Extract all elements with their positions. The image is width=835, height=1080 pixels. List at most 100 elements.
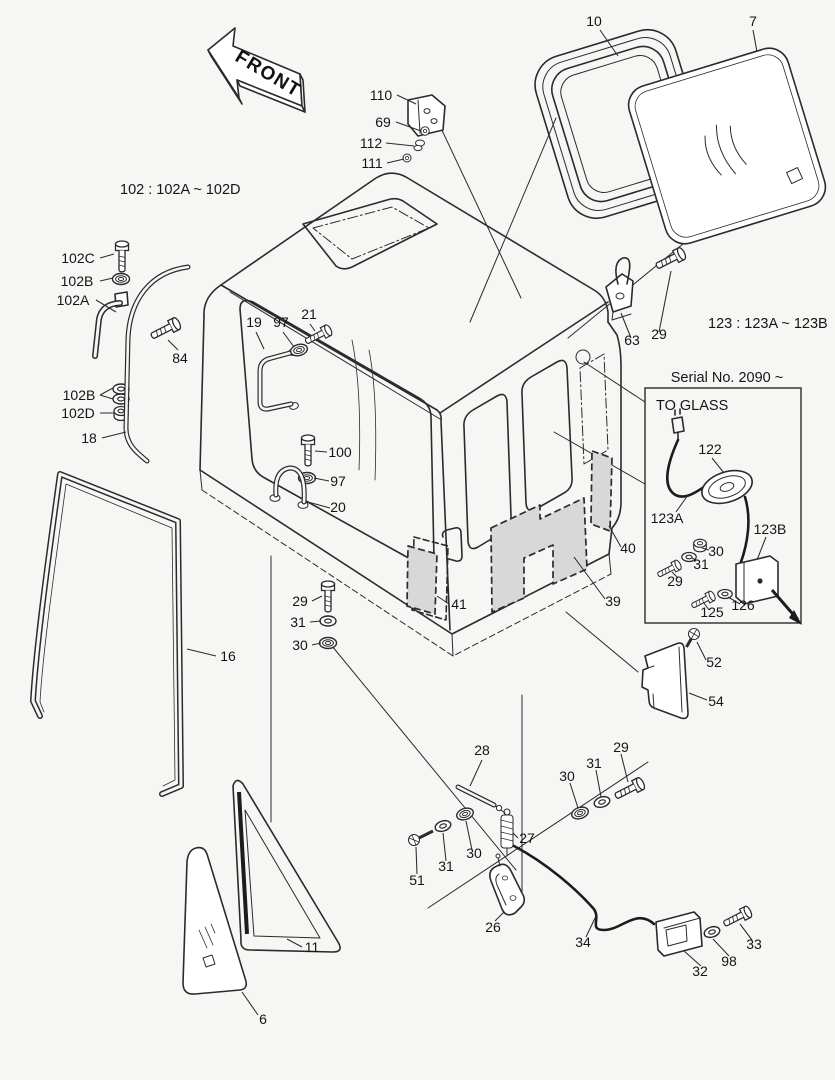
latch-32: [655, 911, 703, 957]
device-123b-icon: [735, 555, 802, 625]
cable-34: [512, 844, 656, 932]
label-63: 63: [624, 332, 640, 348]
label-111: 111: [361, 155, 382, 171]
label-39: 39: [605, 593, 621, 609]
label-32: 32: [692, 963, 708, 979]
label-102b-top: 102B: [61, 273, 94, 289]
lever-26: [489, 853, 526, 916]
label-29-box: 29: [667, 573, 683, 589]
washer-31-left-icon: [319, 615, 337, 627]
washer-31-rod-icon: [433, 818, 453, 834]
rod-28: [455, 784, 503, 812]
tube-102a: [92, 291, 129, 359]
nut-30-box-icon: [693, 538, 707, 553]
label-102a: 102A: [57, 292, 90, 308]
label-41: 41: [451, 596, 467, 612]
label-125: 125: [700, 604, 724, 620]
label-102c: 102C: [61, 250, 94, 266]
group-note-123: 123 : 123A ~ 123B: [708, 316, 828, 332]
label-69: 69: [375, 114, 391, 130]
quarter-seal-11: [232, 779, 341, 953]
label-52: 52: [706, 654, 722, 670]
label-98: 98: [721, 953, 737, 969]
label-26: 26: [485, 919, 501, 935]
label-29-striker: 29: [651, 326, 667, 342]
label-97-top: 97: [273, 314, 289, 330]
bracket-20: [269, 465, 309, 509]
to-glass-note: TO GLASS: [656, 398, 728, 414]
front-direction-arrow: FRONT: [207, 27, 306, 113]
label-112: 112: [360, 135, 383, 151]
panel-41: [406, 545, 438, 615]
label-30-rod: 30: [466, 845, 482, 861]
label-30-left: 30: [292, 637, 308, 653]
label-84: 84: [172, 350, 188, 366]
leader-lines: [95, 29, 767, 1016]
trim-18: [123, 264, 191, 464]
label-51: 51: [409, 872, 425, 888]
label-28: 28: [474, 742, 490, 758]
grab-handle-19: [257, 348, 299, 412]
bolt-29-left-icon: [320, 580, 336, 613]
screw-51: [408, 829, 434, 846]
door-seal-16: [30, 471, 184, 797]
label-30-r: 30: [559, 768, 575, 784]
label-31-rod: 31: [438, 858, 454, 874]
label-97-mid: 97: [330, 473, 346, 489]
washer-126-icon: [717, 588, 733, 600]
label-21: 21: [301, 306, 317, 322]
label-122: 122: [698, 441, 722, 457]
label-31-r: 31: [586, 755, 602, 771]
label-123b: 123B: [754, 521, 787, 537]
bolt-102c-icon: [114, 240, 130, 273]
nut-111: [402, 153, 412, 163]
washer-112: [413, 139, 425, 152]
part-callouts: 10 7 110 69 112 111 102C 102B 102A 84 10…: [57, 13, 787, 1027]
label-27: 27: [519, 830, 535, 846]
bracket-110: [407, 94, 446, 137]
spring-27: [500, 808, 514, 857]
label-30-box: 30: [708, 543, 724, 559]
label-33: 33: [746, 936, 762, 952]
label-7: 7: [749, 13, 757, 29]
label-19: 19: [246, 314, 262, 330]
rear-window-glass-7: [627, 47, 827, 245]
label-18: 18: [81, 430, 97, 446]
label-29-r: 29: [613, 739, 629, 755]
group-note-102: 102 : 102A ~ 102D: [120, 182, 241, 198]
label-6: 6: [259, 1011, 267, 1027]
bolt-100-icon: [300, 434, 316, 467]
striker-63: [605, 257, 634, 321]
cover-54: [641, 642, 689, 720]
label-20: 20: [330, 499, 346, 515]
label-123a: 123A: [651, 510, 684, 526]
bolt-29-r-icon: [612, 775, 647, 803]
label-110: 110: [370, 87, 393, 103]
serial-note: Serial No. 2090 ~: [671, 370, 783, 386]
label-34: 34: [575, 934, 591, 950]
label-31-left: 31: [290, 614, 306, 630]
washer-102b-top-icon: [111, 272, 131, 286]
serial-box: [644, 387, 802, 625]
washer-98-icon: [702, 924, 722, 940]
label-100: 100: [328, 444, 352, 460]
label-54: 54: [708, 693, 724, 709]
bolt-33-icon: [720, 904, 754, 931]
bolt-29-striker-icon: [653, 245, 688, 273]
label-102d: 102D: [61, 405, 94, 421]
panel-40: [590, 450, 613, 532]
label-16: 16: [220, 648, 236, 664]
label-102b-bottom: 102B: [63, 387, 96, 403]
screw-52: [685, 628, 700, 648]
label-11: 11: [305, 939, 320, 955]
label-29-left: 29: [292, 593, 308, 609]
label-31-box: 31: [693, 556, 709, 572]
label-40: 40: [620, 540, 636, 556]
label-10: 10: [586, 13, 602, 29]
screw-69: [420, 126, 430, 136]
washer-30-rod-icon: [454, 805, 476, 823]
washer-30-left-icon: [318, 636, 338, 650]
cable-123a-art: [666, 438, 706, 498]
